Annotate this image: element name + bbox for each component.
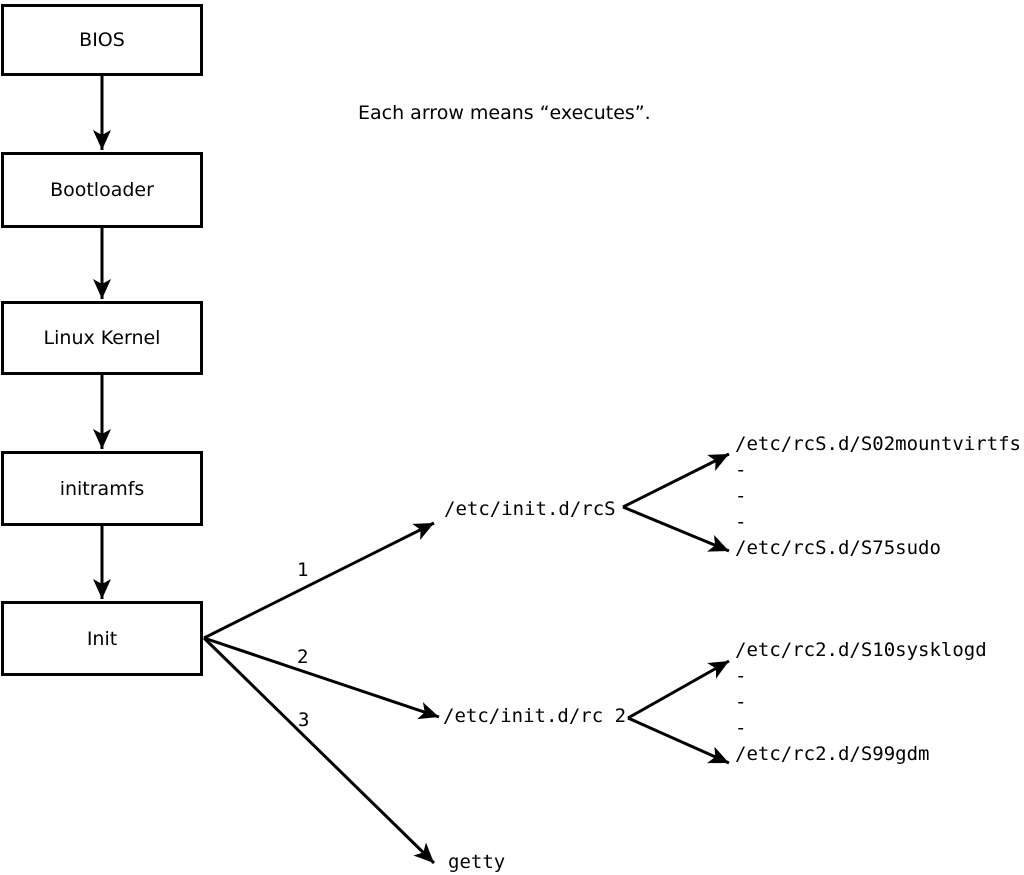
rcs-script-item: - [735, 511, 747, 533]
box-bootloader-label: Bootloader [50, 179, 154, 201]
box-initramfs-label: initramfs [59, 477, 145, 500]
rcs-script-item: /etc/rcS.d/S02mountvirtfs [735, 433, 1021, 455]
rc2-script-item: - [735, 665, 747, 687]
rc2-script-item: - [735, 691, 747, 713]
branch-2-target-rc2: /etc/init.d/rc 2 [443, 705, 627, 727]
box-linux-kernel: Linux Kernel [1, 301, 203, 375]
branch-1-number: 1 [297, 559, 309, 581]
box-init-label: Init [86, 627, 118, 650]
branch-1-target-rcs: /etc/init.d/rcS [444, 498, 616, 520]
rcs-script-list: /etc/rcS.d/S02mountvirtfs - - - /etc/rcS… [735, 431, 1021, 561]
branch-3-number: 3 [298, 709, 310, 731]
box-init: Init [1, 601, 203, 676]
arrow-init-to-rcs [203, 521, 435, 640]
rc2-script-list: /etc/rc2.d/S10sysklogd - - - /etc/rc2.d/… [735, 637, 987, 767]
rcs-script-item: /etc/rcS.d/S75sudo [735, 537, 941, 559]
rcs-script-item: - [735, 485, 747, 507]
arrow-init-to-rc2 [203, 636, 440, 720]
legend-note: Each arrow means “executes”. [358, 102, 651, 124]
rc2-script-item: - [735, 717, 747, 739]
box-bootloader: Bootloader [1, 152, 203, 228]
box-bios-label: BIOS [79, 29, 125, 51]
branch-3-target-getty: getty [448, 851, 506, 873]
arrow-init-to-getty [202, 636, 436, 865]
box-initramfs: initramfs [1, 451, 203, 526]
arrow-rc2-to-s99gdm [627, 716, 730, 765]
arrow-rcs-to-s75sudo [622, 505, 730, 553]
branch-2-number: 2 [297, 646, 309, 668]
rcs-script-item: - [735, 459, 747, 481]
rc2-script-item: /etc/rc2.d/S10sysklogd [735, 639, 987, 661]
arrow-rc2-to-s10sysklogd [627, 659, 730, 720]
box-linux-kernel-label: Linux Kernel [43, 327, 161, 349]
arrow-rcs-to-s02mountvirtfs [622, 452, 730, 509]
box-bios: BIOS [1, 4, 203, 76]
rc2-script-item: /etc/rc2.d/S99gdm [735, 743, 930, 765]
